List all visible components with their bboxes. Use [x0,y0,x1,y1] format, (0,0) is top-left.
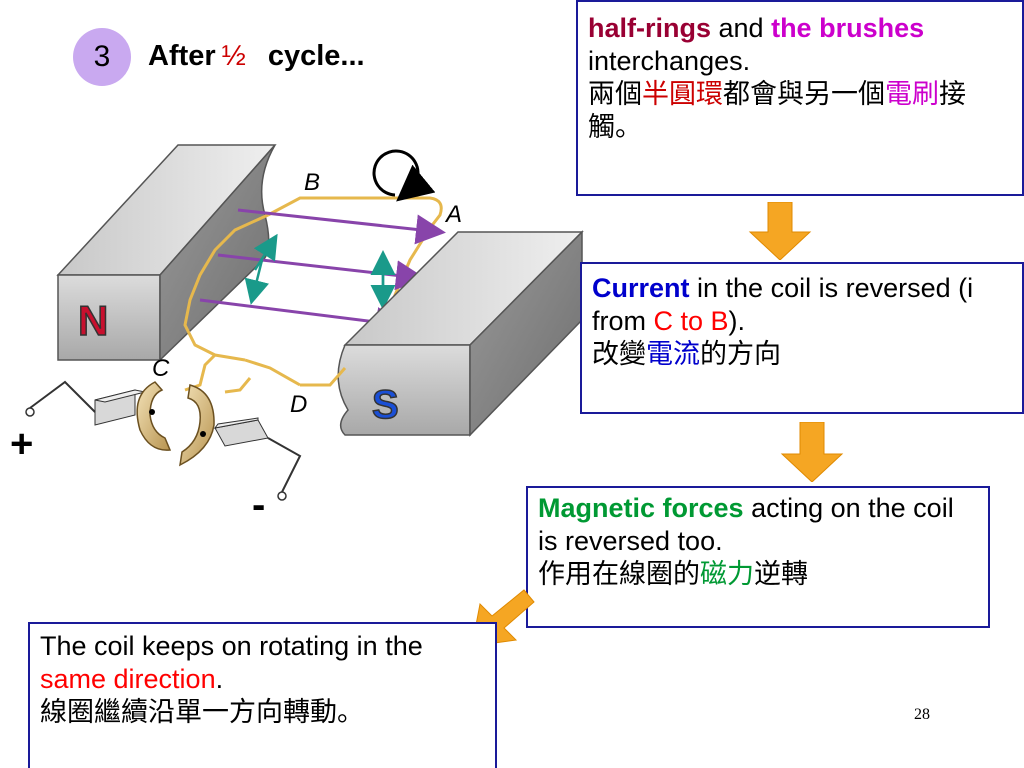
coil-front [184,353,347,394]
text-close-paren: ). [728,306,746,336]
label-a: A [444,201,462,228]
page-number: 28 [914,706,930,723]
text-forces-reversed: acting on the coil is reversed too. [538,493,954,556]
down-arrow-2 [780,422,844,482]
down-arrow-1 [748,202,812,260]
text-and: and [711,13,772,43]
term-c-to-b: C to B [653,306,729,336]
force-arrows [244,233,396,310]
minus-sign: - [252,483,265,527]
title-half: ½ [221,40,246,72]
info-box-half-rings: half-rings and the brushes interchanges.… [576,0,1024,196]
label-d: D [290,391,307,418]
half-ring-left [136,381,172,451]
info-box-current: Current in the coil is reversed (i from … [580,262,1024,414]
terminal-negative [277,491,287,501]
south-magnet: S [337,230,584,437]
chinese-text-2: 改變電流的方向 [592,339,781,370]
chinese-text-4: 線圈繼續沿單一方向轉動。 [40,697,364,728]
magnet-s-label: S [372,383,399,427]
terminal-positive [25,407,35,417]
rotation-arrow [372,149,436,202]
text-current-reversed: in the coil is reversed (i from [592,273,974,336]
text-interchanges: interchanges. [588,46,751,76]
term-half-rings: half-rings [588,13,712,43]
chinese-text-3: 作用在線圈的磁力逆轉 [538,559,808,590]
magnet-n-label: N [78,297,108,344]
commutator-assembly [94,381,269,467]
info-box-magnetic-forces: Magnetic forces acting on the coil is re… [526,486,990,628]
half-ring-right [179,384,215,467]
label-c: C [152,355,170,382]
plus-sign: + [10,422,33,466]
label-b: B [304,169,320,196]
text-period: . [215,664,224,694]
wires [29,380,302,493]
term-brushes: the brushes [771,13,925,43]
dc-motor-diagram: N S [10,144,584,527]
title-after: After [148,40,216,72]
title-cycle: cycle... [267,40,365,72]
term-magnetic-forces: Magnetic forces [538,493,744,523]
north-magnet: N [56,144,277,362]
info-box-keeps-rotating: The coil keeps on rotating in the same d… [28,622,497,768]
step-number-badge: 3 [73,28,131,86]
term-current: Current [592,273,690,303]
text-keeps-rotating: The coil keeps on rotating in the [40,631,423,661]
step-number: 3 [93,40,111,73]
chinese-text-1: 兩個半圓環都會與另一個電刷接觸。 [588,79,966,143]
term-same-direction: same direction [40,664,216,694]
